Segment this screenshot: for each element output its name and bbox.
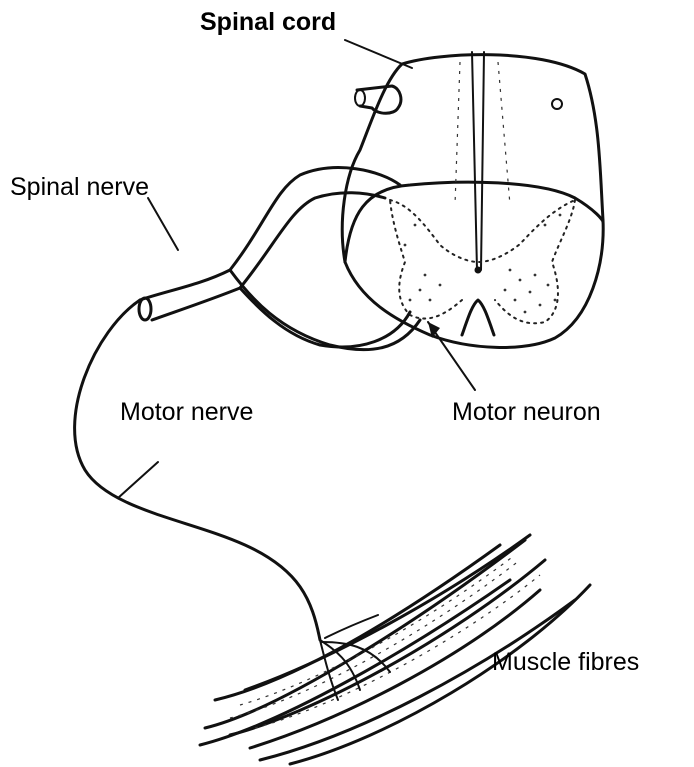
spinal-nerve-cut-end <box>139 298 151 320</box>
leader-spinal-cord <box>345 40 412 68</box>
label-muscle-fibres: Muscle fibres <box>492 648 639 676</box>
dorsal-root-ganglion-mark <box>552 99 562 109</box>
leader-motor-neuron <box>428 322 475 390</box>
motor-nerve <box>75 300 320 640</box>
leader-motor-nerve <box>118 462 158 498</box>
anterior-fissure-line <box>472 52 477 270</box>
spinal-nerve <box>139 168 420 350</box>
spinal-cord-segment <box>342 52 603 347</box>
label-motor-nerve: Motor nerve <box>120 398 253 426</box>
anterior-fissure-line-2 <box>481 52 484 270</box>
spinal-cord-cut-face <box>345 182 603 262</box>
label-spinal-nerve: Spinal nerve <box>10 173 149 201</box>
ventral-fissure <box>462 300 494 335</box>
label-spinal-cord: Spinal cord <box>200 8 336 36</box>
dorsal-root <box>355 86 401 113</box>
leader-spinal-nerve <box>148 198 178 250</box>
central-canal <box>475 267 482 274</box>
label-motor-neuron: Motor neuron <box>452 398 601 426</box>
